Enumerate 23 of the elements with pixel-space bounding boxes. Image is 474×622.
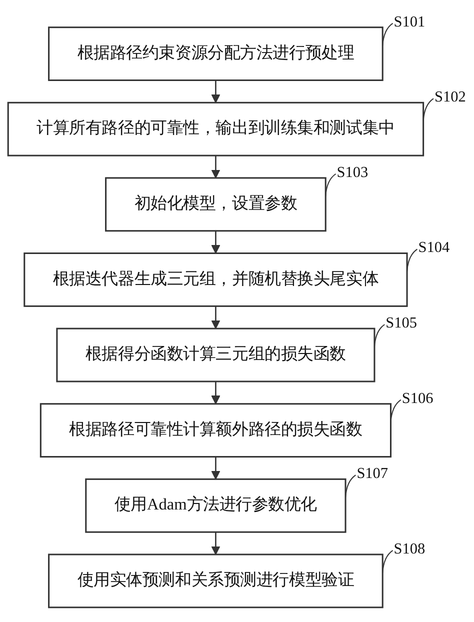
- step-number-callout: S108: [382, 540, 426, 574]
- arrow: [211, 306, 220, 330]
- arrow: [211, 231, 220, 254]
- node-box: 根据路径约束资源分配方法进行预处理: [48, 26, 384, 82]
- node-box: 根据迭代器生成三元组，并随机替换头尾实体: [24, 252, 408, 308]
- node-box: 根据路径可靠性计算额外路径的损失函数: [40, 403, 392, 458]
- step-number-callout: S107: [345, 465, 388, 498]
- step-number-callout: S103: [325, 164, 368, 197]
- node-box: 计算所有路径的可靠性，输出到训练集和测试集中: [7, 102, 424, 157]
- arrow: [211, 382, 220, 405]
- node-box: 使用Adam方法进行参数优化: [85, 478, 346, 534]
- node-box: 初始化模型，设置参数: [105, 177, 326, 232]
- arrow: [211, 156, 220, 179]
- arrow: [211, 457, 220, 480]
- arrow: [211, 532, 220, 556]
- step-number-callout: S105: [374, 314, 418, 348]
- node-box: 根据得分函数计算三元组的损失函数: [56, 328, 376, 382]
- arrow: [211, 80, 220, 104]
- node-box: 使用实体预测和关系预测进行模型验证: [48, 554, 384, 608]
- step-number-callout: S102: [422, 88, 466, 122]
- step-number-callout: S104: [406, 239, 450, 272]
- step-number-callout: S101: [382, 14, 426, 46]
- step-number-callout: S106: [390, 390, 434, 422]
